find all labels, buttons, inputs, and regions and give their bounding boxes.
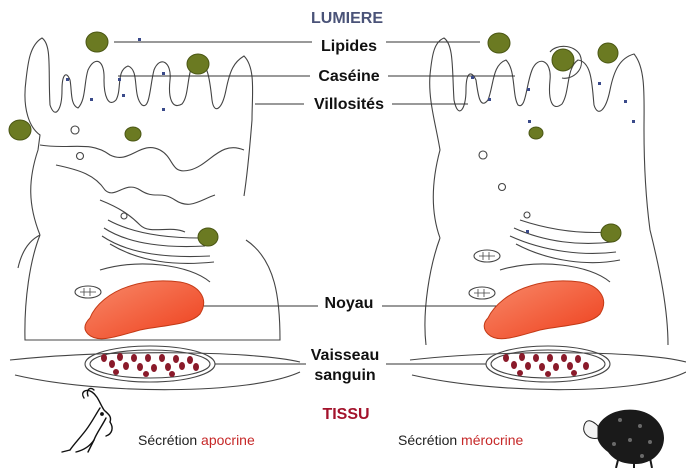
caption-apocrine: Sécrétion apocrine — [138, 432, 255, 448]
lipid-droplet — [187, 54, 209, 74]
right-nuclear-envelope — [500, 264, 610, 282]
left-blood-cells — [101, 353, 199, 377]
caption-merocrine: Sécrétion mérocrine — [398, 432, 523, 448]
caption-apocrine-prefix: Sécrétion — [138, 432, 201, 448]
label-caseine: Caséine — [318, 68, 379, 86]
lipid-droplet — [125, 127, 141, 141]
left-golgi — [102, 220, 214, 263]
label-tissu: TISSU — [322, 406, 369, 424]
lipid-droplet — [552, 49, 574, 71]
goat-icon — [62, 388, 112, 452]
label-noyau: Noyau — [325, 295, 374, 313]
lipid-droplet — [198, 228, 218, 246]
right-blood-cells — [503, 353, 589, 377]
left-cell — [10, 38, 300, 390]
left-cell-inner-membrane — [40, 145, 244, 232]
left-nucleus — [85, 281, 204, 339]
caption-apocrine-type: apocrine — [201, 432, 255, 448]
label-vaisseau-line1: Vaisseau — [311, 346, 380, 366]
lipid-droplet — [601, 224, 621, 242]
lipid-droplet — [488, 33, 510, 53]
right-cell — [410, 38, 686, 390]
caption-merocrine-type: mérocrine — [461, 432, 523, 448]
label-lumiere: LUMIERE — [311, 10, 383, 28]
label-lipides: Lipides — [321, 38, 377, 56]
lipid-droplet — [9, 120, 31, 140]
sheep-icon — [584, 410, 664, 468]
left-nuclear-envelope — [100, 264, 210, 282]
caption-merocrine-prefix: Sécrétion — [398, 432, 461, 448]
left-vesicle — [71, 126, 79, 134]
lipid-droplet — [598, 43, 618, 63]
lipid-droplet — [529, 127, 543, 139]
right-nucleus — [484, 281, 603, 339]
label-vaisseau-line2: sanguin — [311, 366, 380, 386]
lipid-droplet — [86, 32, 108, 52]
label-vaisseau-sanguin: Vaisseau sanguin — [311, 346, 380, 386]
label-villosites: Villosités — [314, 96, 384, 114]
